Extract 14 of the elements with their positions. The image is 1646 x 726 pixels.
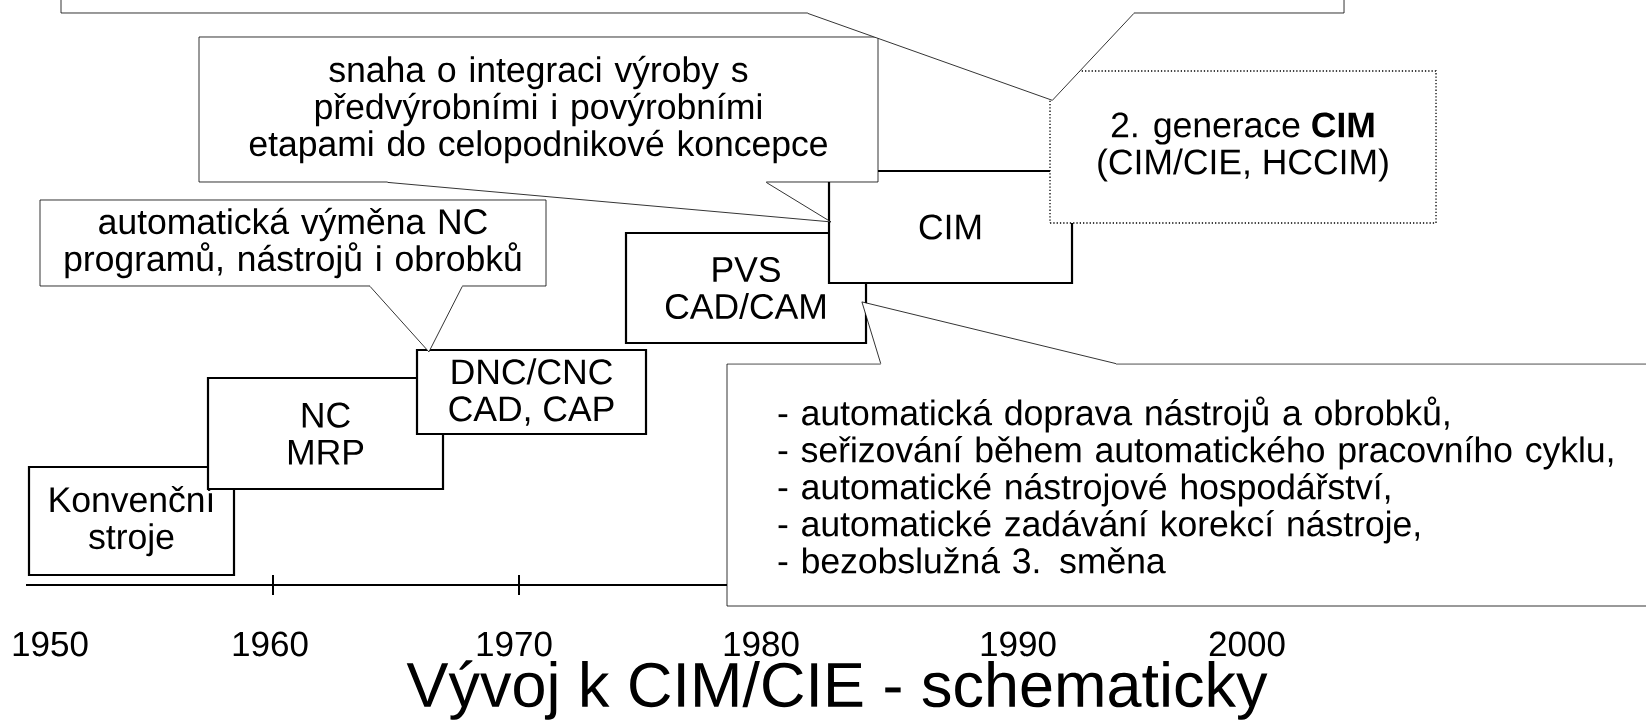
callout-pointer <box>387 180 832 223</box>
callout-pointer <box>807 11 1135 101</box>
callout-box: - automatická doprava nástrojů a obrobků, - seřizování během automatického pracovního cyklu, - automatické nástrojové hospodářství, - automatické zadávání korekcí nástroje, - bezobslužná 3. směna <box>726 363 1646 607</box>
diagram-title: Vývoj k CIM/CIE - schematicky <box>406 660 1268 720</box>
callout-pointer <box>369 284 463 353</box>
stage-box: CIM <box>827 169 1074 285</box>
callout-pointer <box>861 301 1117 366</box>
stage-box: PVS CAD/CAM <box>624 231 868 345</box>
year-label: 1960 <box>233 631 308 657</box>
year-label: 1970 <box>477 631 552 657</box>
stage-box: NC MRP <box>206 376 445 491</box>
year-label: 1950 <box>13 631 88 657</box>
stage-box: Konvenční stroje <box>27 465 236 577</box>
callout-box <box>60 0 1345 14</box>
